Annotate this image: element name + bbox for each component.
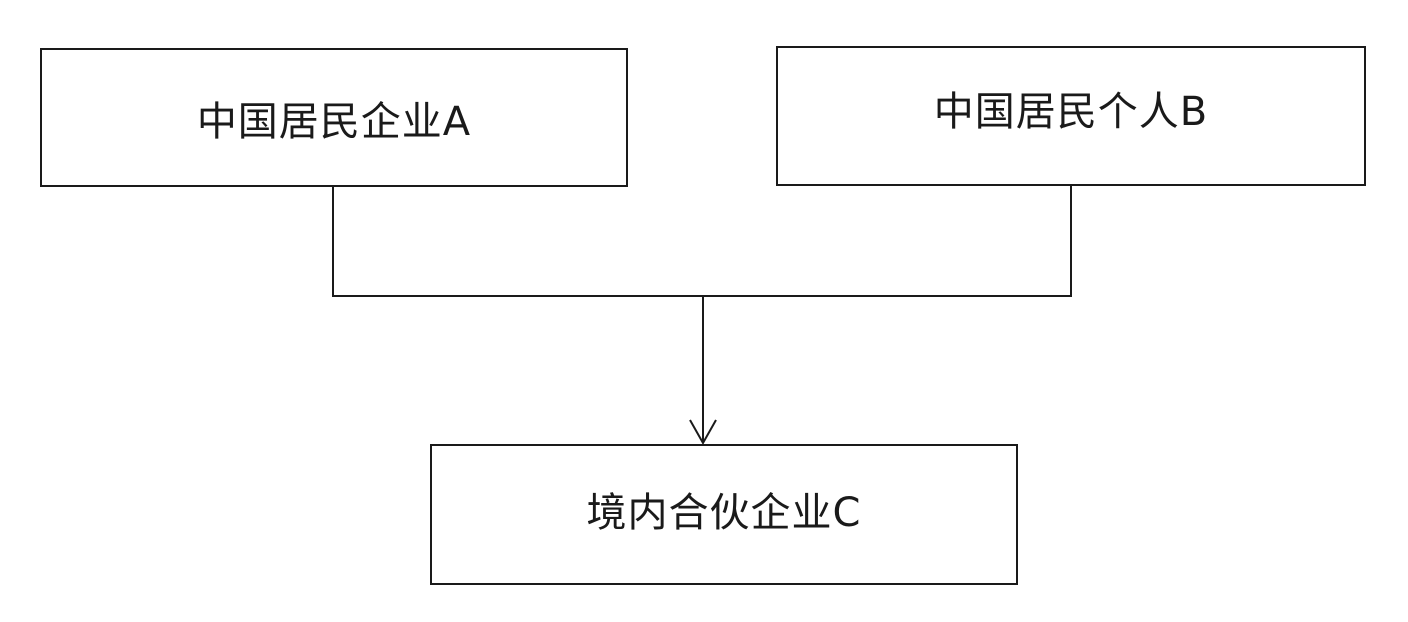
arrowhead-down-icon bbox=[689, 419, 717, 446]
node-label-b: 中国居民个人B bbox=[933, 89, 1209, 135]
node-domestic-partnership-c: 境内合伙企业C bbox=[430, 444, 1018, 585]
node-label-c: 境内合伙企业C bbox=[586, 489, 862, 536]
node-label-a: 中国居民企业A bbox=[196, 98, 472, 145]
node-resident-enterprise-a: 中国居民企业A bbox=[40, 48, 628, 187]
node-resident-individual-b: 中国居民个人B bbox=[776, 46, 1366, 186]
